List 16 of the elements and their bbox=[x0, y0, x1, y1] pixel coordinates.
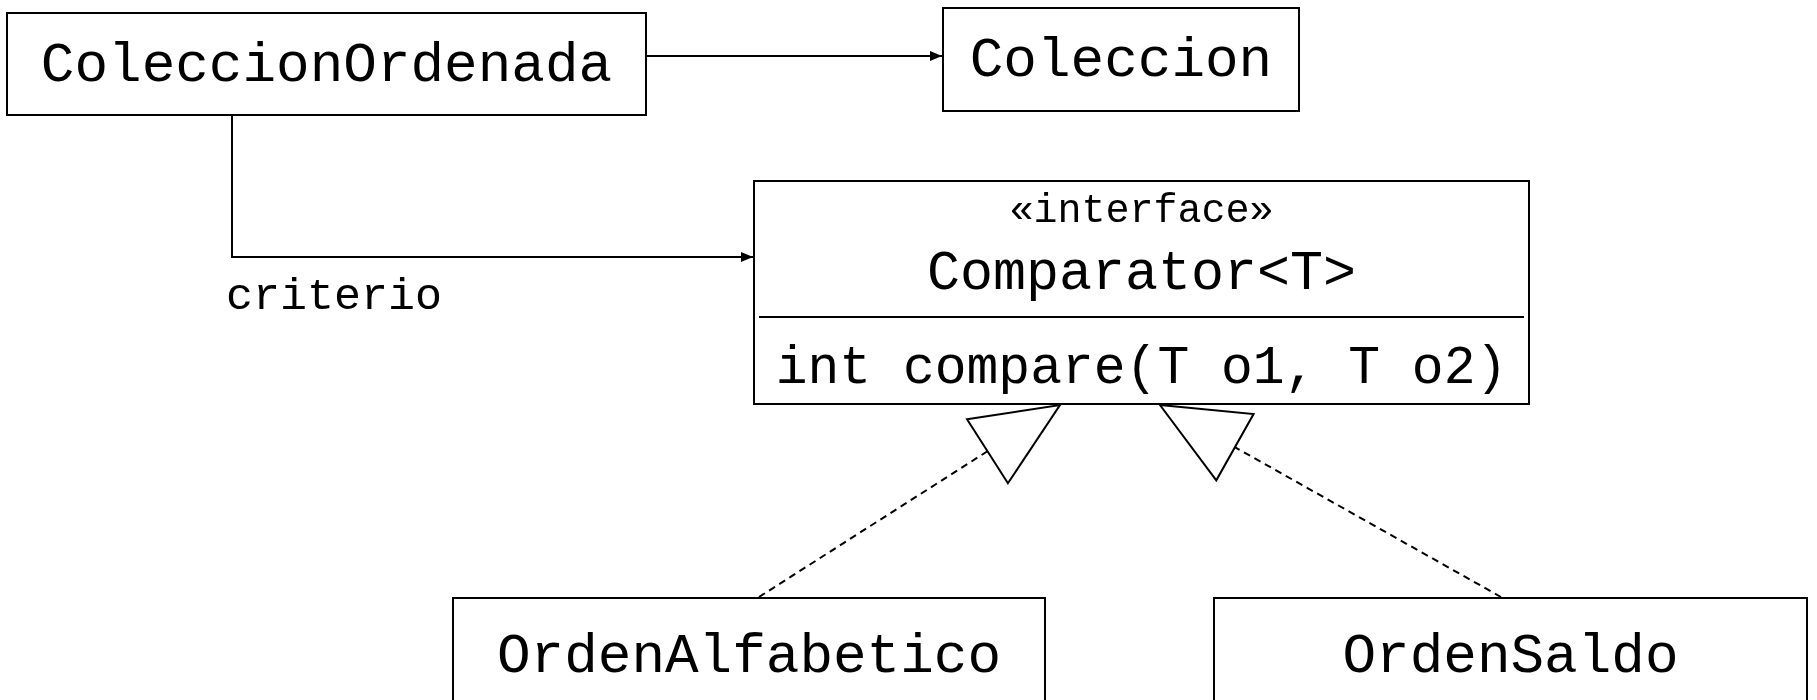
class-box bbox=[942, 7, 1300, 112]
class-name: OrdenAlfabetico bbox=[495, 629, 1003, 685]
interface-box bbox=[753, 180, 1530, 405]
method-signature: int compare(T o1, T o2) bbox=[774, 342, 1509, 396]
class-box bbox=[1213, 597, 1808, 700]
class-box bbox=[452, 597, 1046, 700]
stereotype-label: «interface» bbox=[1008, 192, 1275, 232]
class-name: Comparator<T> bbox=[925, 246, 1358, 302]
class-name: ColeccionOrdenada bbox=[39, 38, 614, 94]
class-name: OrdenSaldo bbox=[1341, 629, 1680, 685]
class-name: Coleccion bbox=[968, 33, 1274, 89]
realization-arrow bbox=[1159, 404, 1502, 598]
association-arrow bbox=[646, 51, 943, 61]
association-arrow bbox=[231, 115, 754, 262]
class-box bbox=[6, 12, 647, 116]
realization-arrow bbox=[758, 404, 1061, 598]
